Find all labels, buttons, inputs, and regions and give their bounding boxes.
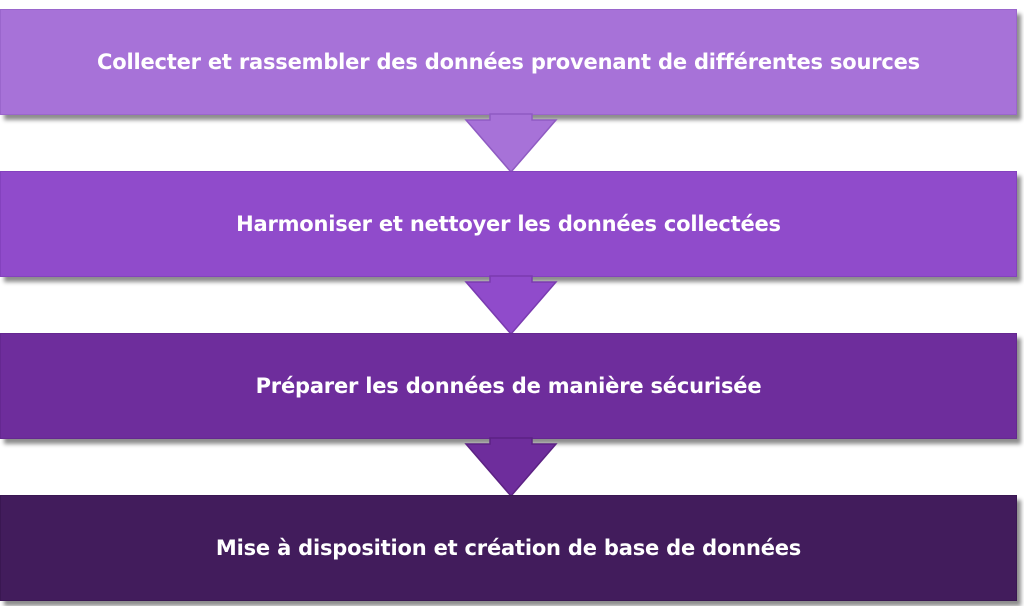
process-step-2: Harmoniser et nettoyer les données colle… — [0, 171, 1017, 277]
process-step-3: Préparer les données de manière sécurisé… — [0, 333, 1017, 439]
down-arrow-icon — [464, 275, 558, 336]
process-step-4-label: Mise à disposition et création de base d… — [215, 536, 802, 560]
down-arrow-icon — [464, 113, 558, 174]
process-step-2-label: Harmoniser et nettoyer les données colle… — [236, 212, 781, 236]
process-step-1: Collecter et rassembler des données prov… — [0, 9, 1017, 115]
process-step-4: Mise à disposition et création de base d… — [0, 495, 1017, 601]
process-step-3-label: Préparer les données de manière sécurisé… — [255, 374, 762, 398]
process-step-1-label: Collecter et rassembler des données prov… — [97, 50, 920, 74]
down-arrow-icon — [464, 437, 558, 498]
